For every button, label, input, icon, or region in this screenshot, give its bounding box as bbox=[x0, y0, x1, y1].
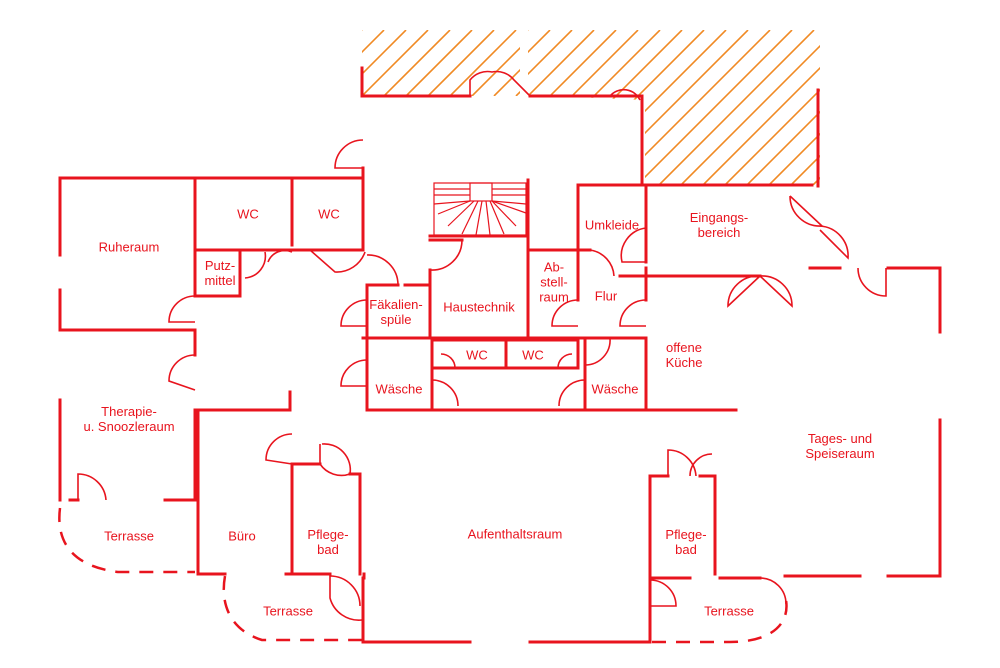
hatch-line bbox=[746, 30, 820, 185]
hatch-line bbox=[768, 30, 820, 185]
hatch-line bbox=[636, 30, 793, 185]
room-label-terrasse-3: Terrasse bbox=[704, 603, 754, 619]
room-label-wc-1: WC bbox=[237, 206, 259, 222]
room-label-putzmittel: Putz- mittel bbox=[204, 258, 236, 288]
hatch-line bbox=[383, 30, 451, 96]
hatch-line bbox=[528, 30, 573, 185]
hatch-line bbox=[528, 30, 617, 185]
room-label-waesche-2: Wäsche bbox=[591, 381, 639, 397]
hatch-line bbox=[528, 30, 551, 185]
hatch-line bbox=[592, 30, 749, 185]
hatch-line bbox=[528, 30, 595, 185]
hatch-line bbox=[449, 30, 517, 96]
room-label-eingangsbereich: Eingangs- bereich bbox=[689, 210, 749, 240]
doors bbox=[77, 70, 887, 621]
room-label-flur: Flur bbox=[594, 288, 618, 304]
room-label-wc-2: WC bbox=[318, 206, 340, 222]
room-label-pflegebad-1: Pflege- bad bbox=[307, 527, 349, 557]
hatch-line bbox=[427, 30, 495, 96]
room-label-wc-4: WC bbox=[522, 347, 544, 363]
hatch-line bbox=[658, 30, 815, 185]
room-label-umkleide: Umkleide bbox=[584, 217, 640, 233]
hatch-line bbox=[471, 46, 520, 96]
hatch-line bbox=[528, 30, 661, 185]
room-label-abstellraum: Ab- stell- raum bbox=[539, 259, 569, 305]
hatch-line bbox=[362, 30, 385, 54]
hatch-line bbox=[405, 30, 473, 96]
room-label-tages-speiseraum: Tages- und Speiseraum bbox=[805, 431, 875, 461]
hatch-line bbox=[812, 30, 820, 185]
room-label-ruheraum: Ruheraum bbox=[98, 239, 160, 255]
hatch-line bbox=[528, 30, 683, 185]
hatch-line bbox=[362, 30, 363, 32]
room-label-therapieraum: Therapie- u. Snoozleraum bbox=[83, 404, 175, 434]
hatch-line bbox=[724, 30, 820, 185]
hatch-line bbox=[528, 30, 639, 185]
terrace-outlines bbox=[58, 507, 788, 644]
hatched-exterior-area-left bbox=[362, 30, 520, 96]
walls bbox=[58, 66, 942, 644]
hatch-line bbox=[790, 30, 820, 185]
hatch-line bbox=[362, 30, 407, 76]
hatch-line bbox=[570, 30, 727, 185]
room-label-buero: Büro bbox=[228, 528, 256, 544]
room-label-offene-kueche: offene Küche bbox=[665, 340, 703, 370]
room-label-haustechnik: Haustechnik bbox=[443, 299, 515, 315]
hatch-line bbox=[362, 30, 429, 96]
room-label-pflegebad-2: Pflege- bad bbox=[665, 527, 707, 557]
room-label-faekalienspuele: Fäkalien- spüle bbox=[369, 297, 423, 327]
staircase bbox=[433, 182, 527, 236]
room-label-terrasse-2: Terrasse bbox=[263, 603, 313, 619]
hatch-line bbox=[702, 30, 820, 185]
hatch-line bbox=[548, 30, 705, 185]
room-label-terrasse-1: Terrasse bbox=[104, 528, 154, 544]
hatch-line bbox=[680, 30, 820, 185]
hatch-line bbox=[493, 68, 520, 96]
hatched-exterior-area-right bbox=[528, 30, 820, 185]
room-label-wc-3: WC bbox=[466, 347, 488, 363]
hatch-line bbox=[528, 30, 529, 185]
hatch-line bbox=[614, 30, 771, 185]
room-label-aufenthaltsraum: Aufenthaltsraum bbox=[467, 526, 563, 542]
hatch-line bbox=[515, 90, 520, 96]
room-label-waesche-1: Wäsche bbox=[375, 381, 423, 397]
